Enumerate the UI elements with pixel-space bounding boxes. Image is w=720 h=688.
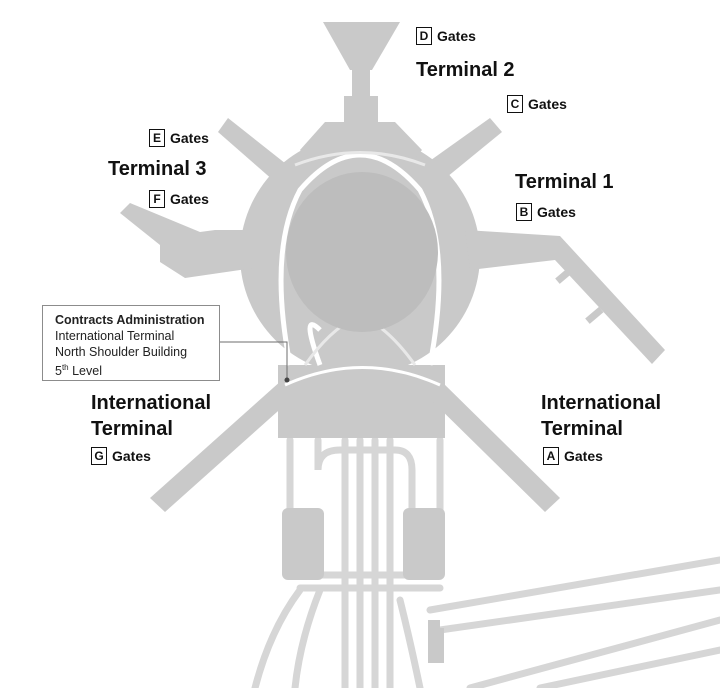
gate-d-text: Gates: [437, 28, 476, 44]
gates-c-label: C Gates: [507, 95, 567, 113]
gate-f-text: Gates: [170, 191, 209, 207]
callout-leader-dot: [284, 377, 290, 383]
gates-e-label: E Gates: [149, 129, 209, 147]
gates-a-label: A Gates: [543, 447, 603, 465]
gate-d-badge: D: [416, 27, 432, 45]
callout-level-suffix: th: [61, 363, 69, 372]
callout-leader-line: [220, 341, 288, 378]
intl-right-line1: International: [541, 392, 662, 414]
international-terminal-left-label: International Terminal: [91, 390, 211, 442]
gate-c-text: Gates: [528, 96, 567, 112]
callout-line-2: North Shoulder Building: [55, 345, 188, 359]
gate-a-badge: A: [543, 447, 559, 465]
callout-title: Contracts Administration: [55, 313, 205, 327]
gate-b-badge: B: [516, 203, 532, 221]
terminal-2-label: Terminal 2: [416, 59, 515, 81]
international-terminal-right-label: International Terminal: [541, 390, 661, 442]
roadways: [251, 436, 720, 688]
gate-c-badge: C: [507, 95, 523, 113]
gate-e-badge: E: [149, 129, 165, 147]
gate-a-text: Gates: [564, 448, 603, 464]
callout-level-number: 5: [55, 364, 62, 379]
international-arc: [284, 366, 441, 387]
callout-level: 5th Level: [55, 360, 219, 379]
gate-b-text: Gates: [537, 204, 576, 220]
location-callout: Contracts Administration International T…: [42, 305, 220, 381]
gates-b-label: B Gates: [516, 203, 576, 221]
central-garage: [286, 172, 438, 332]
gate-f-badge: F: [149, 190, 165, 208]
intl-left-line2: Terminal: [91, 418, 173, 440]
gates-g-label: G Gates: [91, 447, 151, 465]
callout-level-word: Level: [72, 364, 102, 379]
gate-g-text: Gates: [112, 448, 151, 464]
intl-right-line2: Terminal: [541, 418, 623, 440]
gates-f-label: F Gates: [149, 190, 209, 208]
gates-d-label: D Gates: [416, 27, 476, 45]
gate-g-badge: G: [91, 447, 107, 465]
gate-e-text: Gates: [170, 130, 209, 146]
terminal-3-label: Terminal 3: [108, 158, 207, 180]
terminal-1-label: Terminal 1: [515, 171, 614, 193]
intl-left-line1: International: [91, 392, 212, 414]
callout-line-1: International Terminal: [55, 329, 175, 343]
